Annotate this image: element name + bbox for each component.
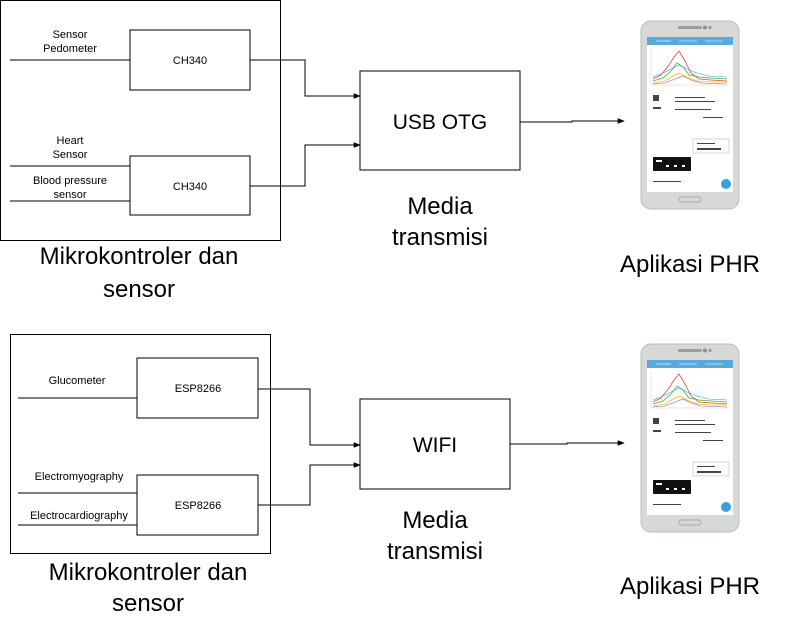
chip-box-ch340-1	[129, 29, 251, 91]
connector-ch340-1-to-usb	[250, 59, 361, 99]
chip-label-esp8266-2: ESP8266	[175, 500, 221, 512]
chip-label-ch340-1: CH340	[173, 55, 207, 67]
chip-box-esp8266-2	[136, 474, 259, 536]
connector-esp8266-2-to-wifi	[258, 462, 361, 506]
chip-label-esp8266-1: ESP8266	[175, 383, 221, 395]
hub-box-wifi	[359, 398, 511, 490]
hub-box-usb-otg	[359, 70, 521, 171]
connector-usb-to-app	[520, 118, 625, 124]
input-label-electromyography: Electromyography	[35, 471, 124, 483]
media-label-bottom-2: transmisi	[387, 538, 483, 565]
input-label-heart-sensor: Sensor	[53, 149, 88, 161]
input-label-sensor: Sensor	[53, 29, 88, 41]
input-label-blood-pressure: Blood pressure	[33, 175, 107, 187]
group-label-bottom-2: sensor	[112, 590, 184, 617]
group-label-bottom-1: Mikrokontroler dan	[49, 559, 248, 586]
app-label-top: Aplikasi PHR	[620, 251, 760, 278]
connector-ch340-2-to-usb	[250, 142, 361, 187]
input-label-electrocardiography: Electrocardiography	[30, 510, 128, 522]
input-label-glucometer: Glucometer	[49, 375, 106, 387]
input-label-pedometer: Pedometer	[43, 43, 97, 55]
connector-wifi-to-app	[510, 440, 625, 446]
connector-esp8266-1-to-wifi	[258, 388, 361, 448]
input-label-blood-pressure-sensor: sensor	[53, 189, 86, 201]
group-box-top	[0, 0, 281, 241]
chip-box-esp8266-1	[136, 357, 259, 419]
group-box-bottom	[10, 334, 271, 554]
chip-label-ch340-2: CH340	[173, 181, 207, 193]
phone-icon-top	[640, 20, 740, 210]
media-label-top-1: Media	[407, 193, 473, 220]
app-label-bottom: Aplikasi PHR	[620, 573, 760, 600]
media-label-top-2: transmisi	[392, 224, 488, 251]
group-label-top-2: sensor	[103, 276, 175, 303]
hub-label-wifi: WIFI	[413, 434, 457, 457]
input-label-heart: Heart	[57, 135, 84, 147]
group-label-top-1: Mikrokontroler dan	[40, 243, 239, 270]
chip-box-ch340-2	[129, 155, 251, 216]
media-label-bottom-1: Media	[402, 507, 468, 534]
hub-label-usb-otg: USB OTG	[393, 111, 488, 134]
phone-icon-bottom	[640, 343, 740, 533]
